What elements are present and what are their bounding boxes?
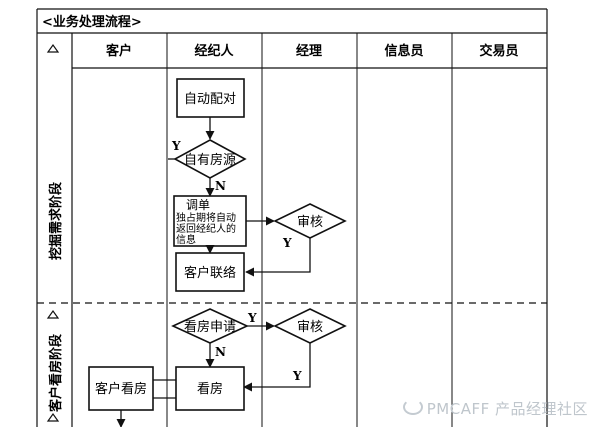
watermark: PMCAFF 产品经理社区 [402, 398, 588, 419]
node-auto-match[interactable] [176, 78, 245, 118]
lane-header-agent: 经纪人 [194, 43, 234, 59]
edge-label-yes: Y [292, 369, 302, 383]
phase-label-viewing: 客户看房阶段 [48, 334, 64, 412]
edge-label-yes: Y [282, 236, 292, 250]
edge-label-yes: Y [247, 311, 257, 325]
decision-own-listing-label: 自有房源 [184, 152, 236, 168]
phase-toggle-icon[interactable] [46, 43, 60, 53]
phase-toggle-icon[interactable] [46, 412, 60, 422]
edge-label-no: N [215, 345, 226, 359]
lane-header-info-clerk: 信息员 [384, 43, 423, 59]
diagram-title: <业务处理流程> [42, 14, 142, 30]
lane-header-client: 客户 [106, 43, 132, 59]
lane-header-manager: 经理 [296, 43, 322, 59]
watermark-text: PMCAFF 产品经理社区 [426, 400, 588, 418]
node-client-viewing[interactable] [88, 366, 154, 411]
decision-viewing-request-label: 看房申请 [184, 319, 236, 335]
node-viewing-label: 看房 [197, 381, 223, 397]
node-transfer-note-line: 信息 [176, 233, 196, 246]
node-transfer-note-line: 返回经纪人的 [176, 222, 236, 235]
node-viewing[interactable] [175, 366, 245, 411]
node-auto-match-label: 自动配对 [184, 92, 236, 107]
node-transfer-note-line: 独占期将自动 [176, 211, 236, 224]
phase-label-requirements: 挖掘需求阶段 [48, 182, 64, 260]
node-contact-client-label: 客户联络 [184, 265, 236, 281]
node-client-viewing-label: 客户看房 [95, 381, 147, 397]
node-transfer-title: 调单 [186, 198, 210, 212]
phase-toggle-icon[interactable] [46, 309, 60, 319]
edge-label-no: N [215, 179, 226, 193]
edge-label-yes: Y [171, 139, 181, 153]
lane-header-trader: 交易员 [479, 43, 518, 59]
edge-review-to-viewing [243, 343, 311, 392]
edge-review-to-contact [245, 238, 311, 277]
decision-review-1-label: 审核 [297, 215, 323, 230]
node-contact-client[interactable] [175, 252, 245, 292]
pmcaff-logo-icon [402, 399, 423, 415]
decision-review-2-label: 审核 [297, 320, 323, 335]
